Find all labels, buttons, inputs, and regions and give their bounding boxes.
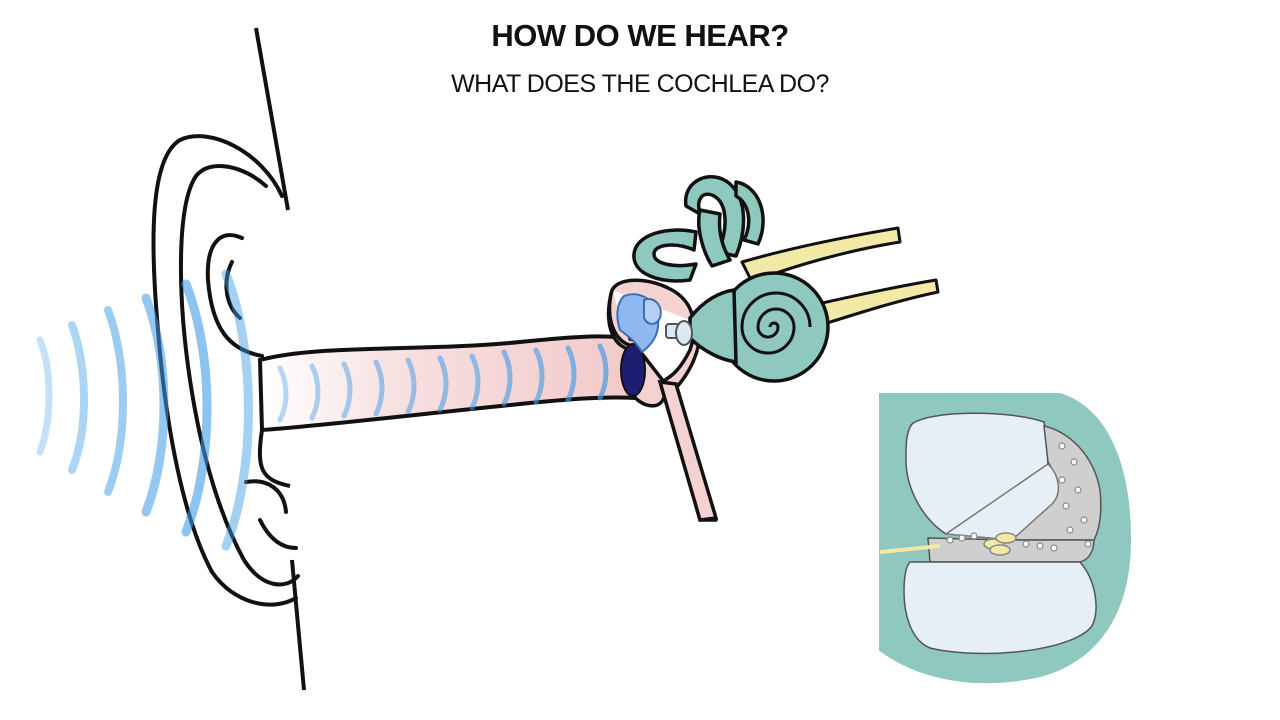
cochlea-cross-section-icon [880,394,1130,682]
cochlea-icon [676,273,828,381]
